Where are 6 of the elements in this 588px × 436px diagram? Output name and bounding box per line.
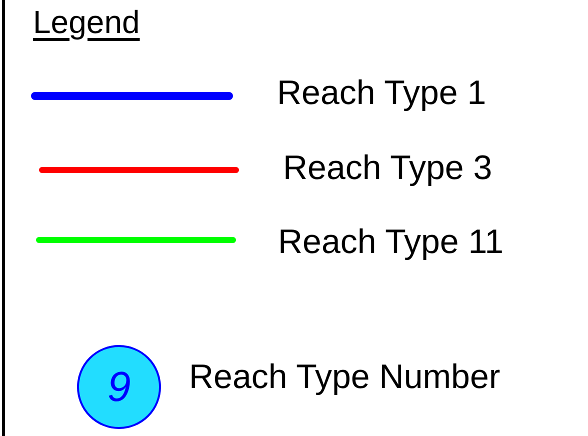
legend-label: Reach Type 11 <box>278 223 504 262</box>
legend-label: Reach Type 3 <box>283 149 492 188</box>
reach-number-circle: 9 <box>77 345 161 429</box>
legend-label: Reach Type Number <box>189 358 500 397</box>
legend-label: Reach Type 1 <box>277 74 486 113</box>
legend-title: Legend <box>33 4 140 41</box>
